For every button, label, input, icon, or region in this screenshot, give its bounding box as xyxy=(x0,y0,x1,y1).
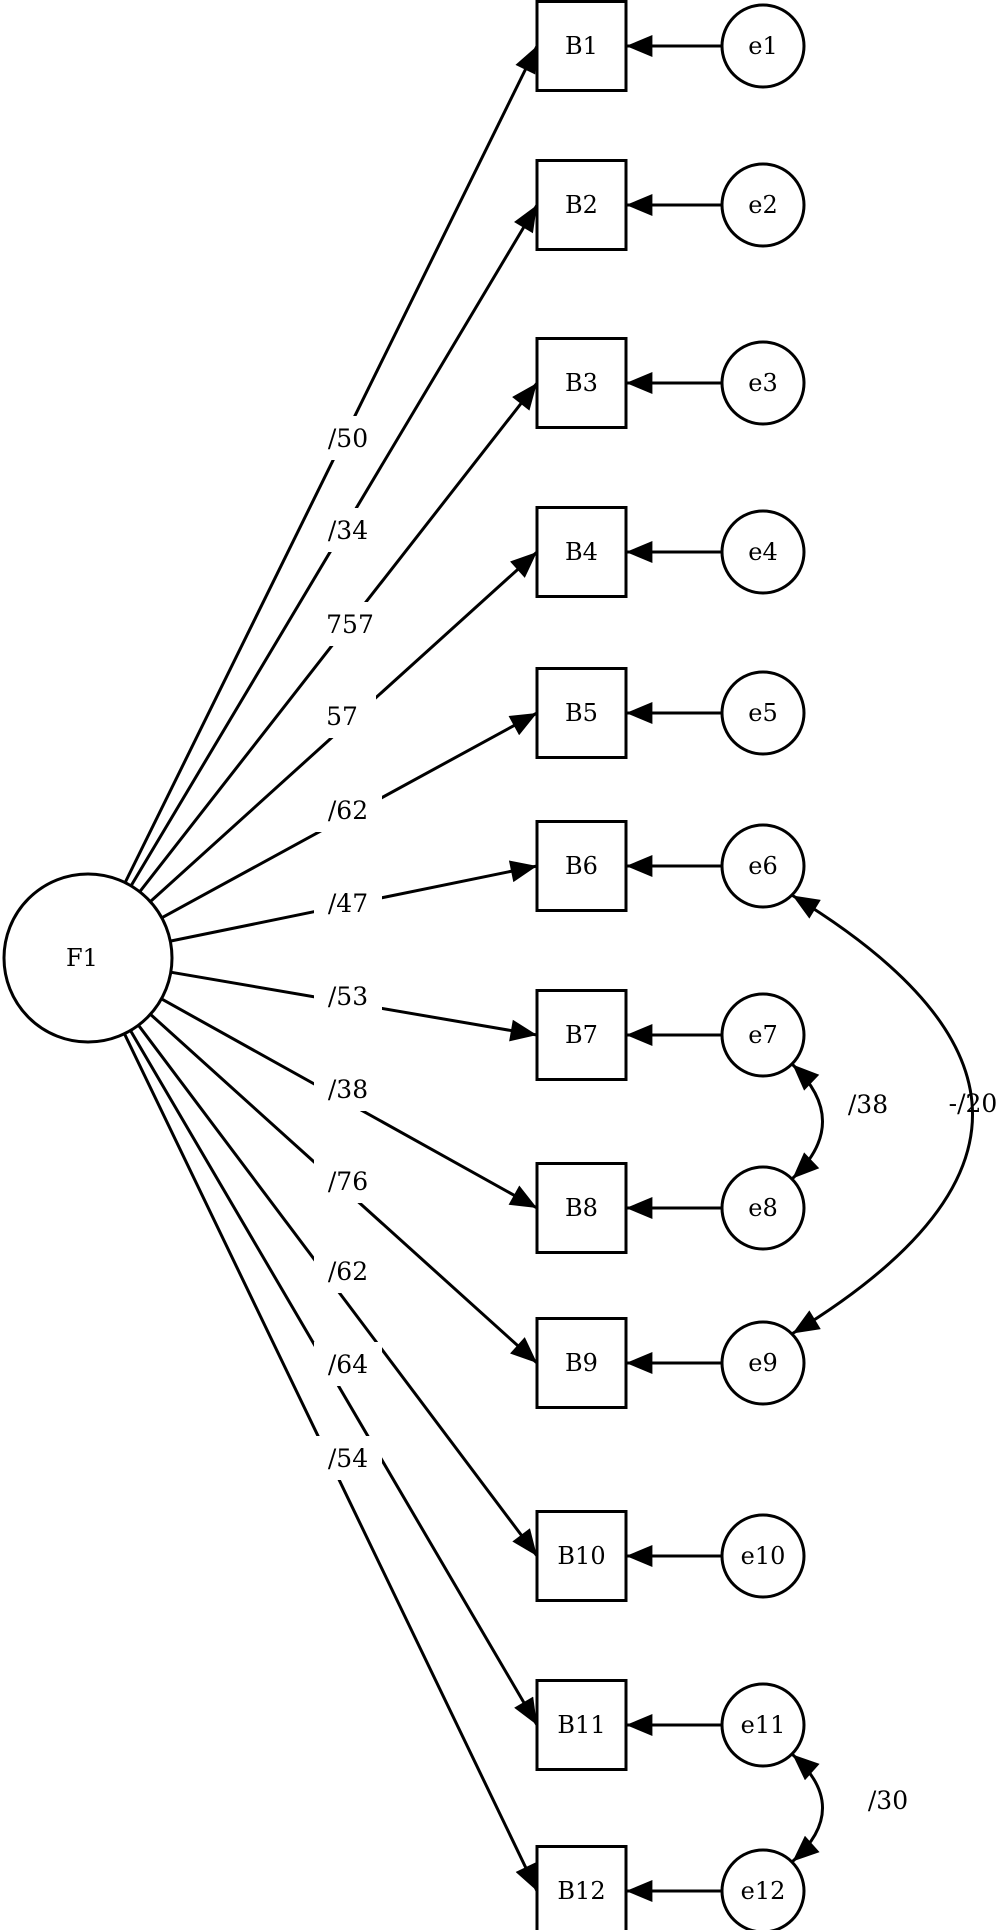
error-label-e7: e7 xyxy=(748,1021,777,1049)
loading-label-b7: /53 xyxy=(328,982,368,1011)
error-circle-e7 xyxy=(720,992,806,1078)
covariance-arc-e7-e8 xyxy=(791,1063,824,1180)
loading-label-b6: /47 xyxy=(328,889,368,918)
error-circle-e6 xyxy=(720,823,806,909)
observed-box-b2 xyxy=(535,159,628,251)
observed-label-b7: B7 xyxy=(565,1021,598,1049)
loading-label-b10: /62 xyxy=(328,1257,368,1286)
loading-label-gap xyxy=(314,508,382,552)
observed-box-b1 xyxy=(535,0,628,92)
error-circle-e5 xyxy=(720,670,806,756)
observed-label-b2: B2 xyxy=(565,191,598,219)
observed-label-b9: B9 xyxy=(565,1349,598,1377)
error-circle-e1 xyxy=(720,3,806,89)
observed-box-b7 xyxy=(535,989,628,1081)
observed-label-b4: B4 xyxy=(565,538,598,566)
error-label-e5: e5 xyxy=(748,699,777,727)
loading-label-gap xyxy=(314,416,382,460)
error-circle-e8 xyxy=(720,1165,806,1251)
loading-label-gap xyxy=(314,1436,382,1480)
error-label-e3: e3 xyxy=(748,369,777,397)
loading-label-gap xyxy=(308,694,376,738)
loading-label-gap xyxy=(314,1159,382,1203)
observed-box-b8 xyxy=(535,1162,628,1254)
error-label-e1: e1 xyxy=(748,32,777,60)
error-label-e11: e11 xyxy=(741,1711,786,1739)
loading-label-gap xyxy=(314,788,382,832)
observed-label-b6: B6 xyxy=(565,852,598,880)
error-label-e12: e12 xyxy=(741,1877,786,1905)
loading-label-gap xyxy=(314,1067,382,1111)
error-circle-e2 xyxy=(720,162,806,248)
observed-box-b6 xyxy=(535,820,628,912)
loading-label-b5: /62 xyxy=(328,796,368,825)
observed-box-b3 xyxy=(535,337,628,429)
loading-path-b1 xyxy=(123,45,539,884)
loading-label-gap xyxy=(316,602,384,646)
observed-label-b1: B1 xyxy=(565,32,598,60)
loading-label-gap xyxy=(314,1342,382,1386)
covariance-arc-e6-e9 xyxy=(791,894,974,1335)
observed-label-b10: B10 xyxy=(557,1542,605,1570)
error-circle-e3 xyxy=(720,340,806,426)
error-label-e8: e8 xyxy=(748,1194,777,1222)
observed-label-b12: B12 xyxy=(557,1877,605,1905)
error-circle-e4 xyxy=(720,509,806,595)
factor-circle xyxy=(2,872,174,1044)
covariance-arc-e11-e12 xyxy=(791,1753,825,1863)
loading-label-b8: /38 xyxy=(328,1075,368,1104)
observed-label-b3: B3 xyxy=(565,369,598,397)
loading-label-b2: /34 xyxy=(328,516,368,545)
factor-label: F1 xyxy=(66,944,98,972)
observed-label-b8: B8 xyxy=(565,1194,598,1222)
covariance-label-e7-e8: /38 xyxy=(848,1090,888,1119)
observed-box-b11 xyxy=(535,1679,628,1771)
loading-label-b1: /50 xyxy=(328,424,368,453)
observed-box-b10 xyxy=(535,1510,628,1602)
observed-box-b4 xyxy=(535,506,628,598)
error-label-e6: e6 xyxy=(748,852,777,880)
covariance-label-e6-e9: -/20 xyxy=(949,1089,998,1118)
observed-label-b5: B5 xyxy=(565,699,598,727)
error-label-e9: e9 xyxy=(748,1349,777,1377)
loading-label-gap xyxy=(314,974,382,1018)
loading-label-b12: /54 xyxy=(328,1444,368,1473)
error-label-e10: e10 xyxy=(741,1542,786,1570)
error-circle-e12 xyxy=(720,1848,806,1930)
error-circle-e11 xyxy=(720,1682,806,1768)
covariance-label-e11-e12: /30 xyxy=(868,1786,908,1815)
loading-label-b9: /76 xyxy=(328,1167,368,1196)
error-circle-e10 xyxy=(720,1513,806,1599)
error-label-e4: e4 xyxy=(748,538,777,566)
error-circle-e9 xyxy=(720,1320,806,1406)
loading-label-gap xyxy=(314,881,382,925)
loading-label-b11: /64 xyxy=(328,1350,368,1379)
loading-label-gap xyxy=(314,1249,382,1293)
observed-box-b5 xyxy=(535,667,628,759)
observed-box-b9 xyxy=(535,1317,628,1409)
error-label-e2: e2 xyxy=(748,191,777,219)
observed-box-b12 xyxy=(535,1845,628,1930)
loading-label-b3: 757 xyxy=(326,610,374,639)
loading-label-b4: 57 xyxy=(326,702,358,731)
observed-label-b11: B11 xyxy=(557,1711,605,1739)
